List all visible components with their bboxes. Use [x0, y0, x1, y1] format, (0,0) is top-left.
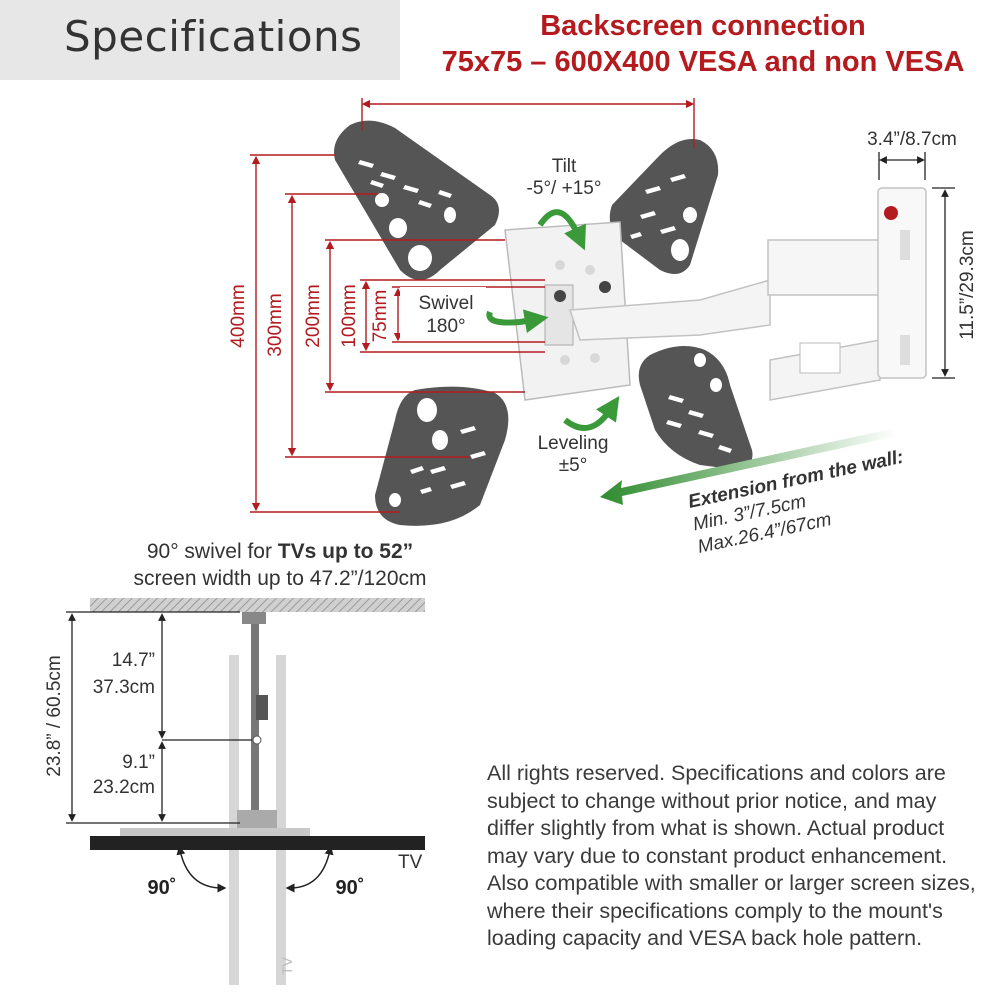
- swivel-range: 180°: [426, 316, 465, 337]
- leveling-label: Leveling: [538, 433, 609, 454]
- tv-bracket-plate: [504, 221, 631, 401]
- dim-300mm: 300mm: [265, 293, 286, 356]
- connection-heading: Backscreen connection: [540, 10, 866, 42]
- tv-panel: [90, 836, 425, 850]
- wall-plate-dimensions: [878, 152, 955, 379]
- wall-plate-depth: 3.4”/8.7cm: [867, 129, 957, 150]
- header-box: Specifications: [0, 0, 400, 80]
- swivel-caption-line1: 90° swivel for TVs up to 52”: [60, 540, 500, 564]
- swivel-caption-prefix: 90° swivel for: [146, 540, 278, 563]
- leveling-arrow: [563, 396, 620, 431]
- angle-left: 90˚: [148, 876, 177, 899]
- extension-arrow: [600, 428, 897, 505]
- dim-200mm: 200mm: [303, 284, 324, 347]
- tv-side-label: TV: [279, 956, 295, 975]
- disclaimer-text: All rights reserved. Specifications and …: [487, 761, 976, 950]
- top-view-total: 23.8” / 60.5cm: [44, 655, 65, 776]
- swivel-caption-bold: TVs up to 52”: [277, 540, 414, 563]
- swivel-arrow: [486, 309, 549, 334]
- page-title: Specifications: [64, 12, 363, 61]
- dim-75mm: 75mm: [370, 290, 391, 343]
- top-view-upper-cm: 37.3cm: [93, 677, 155, 698]
- top-view-upper-in: 14.7”: [112, 650, 155, 671]
- vesa-width-dimension: [361, 98, 695, 148]
- articulating-arm: [568, 239, 909, 401]
- wall-hatch: [90, 598, 425, 612]
- tilt-label: Tilt: [552, 156, 577, 177]
- top-view-dimensions: [66, 611, 252, 824]
- wall-plate-indicator: [884, 206, 898, 220]
- top-view-mount: [90, 612, 425, 985]
- top-view-lower-cm: 23.2cm: [93, 777, 155, 798]
- wall-plate: [877, 187, 927, 379]
- wall-plate-height: 11.5”/29.3cm: [957, 230, 978, 339]
- dim-100mm: 100mm: [339, 284, 360, 347]
- vesa-arm-bottom-left: [375, 386, 509, 526]
- rotation-arrow-left: [176, 845, 227, 893]
- connection-vesa-range: 75x75 – 600X400 VESA and non VESA: [441, 46, 965, 78]
- swivel-label: Swivel: [419, 293, 474, 314]
- vesa-arm-top-right: [609, 139, 719, 274]
- swivel-caption-line2: screen width up to 47.2”/120cm: [133, 567, 427, 590]
- dim-400mm: 400mm: [228, 284, 249, 347]
- angle-right: 90˚: [336, 876, 365, 899]
- vesa-arm-bottom-right: [638, 346, 753, 470]
- vesa-arm-top-left: [334, 120, 499, 280]
- tilt-range: -5°/ +15°: [527, 178, 602, 199]
- top-view-lower-in: 9.1”: [122, 752, 155, 773]
- tv-label: TV: [398, 852, 423, 873]
- rotation-arrow-right: [285, 845, 334, 893]
- leveling-range: ±5°: [559, 455, 588, 476]
- tilt-arrow: [537, 209, 586, 251]
